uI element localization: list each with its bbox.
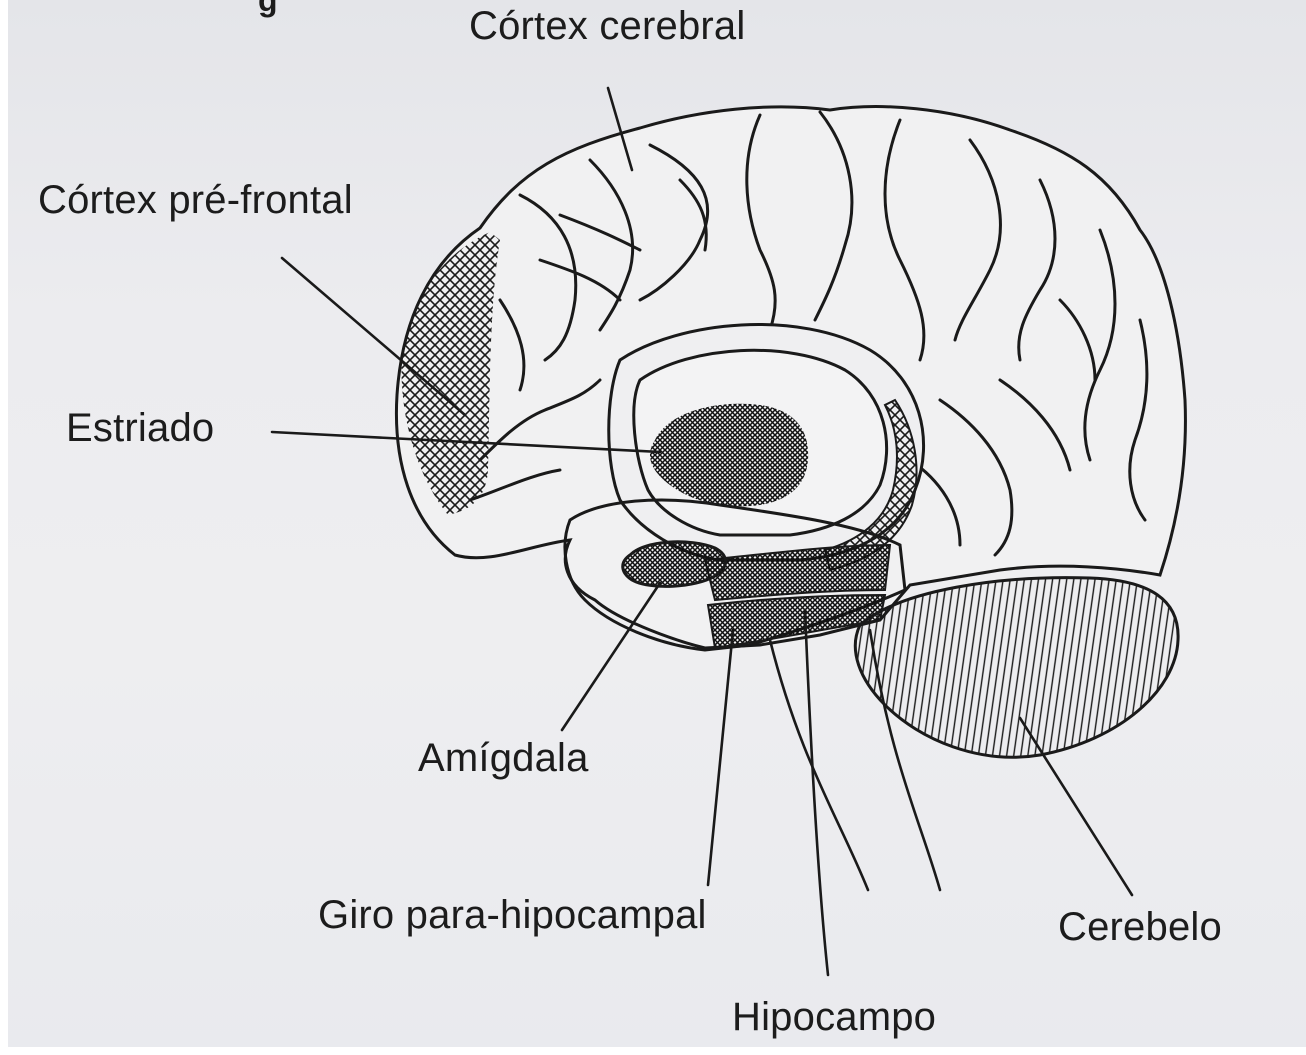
cerebellum <box>855 578 1178 758</box>
page-margin-bottom <box>0 1047 1306 1055</box>
amygdala-hatch <box>623 542 726 587</box>
label-cortex-pre-frontal: Córtex pré-frontal <box>38 180 353 220</box>
label-giro-para-hipocampal: Giro para-hipocampal <box>318 895 707 935</box>
label-estriado: Estriado <box>66 408 214 448</box>
header-fragment: g <box>258 0 278 16</box>
label-cortex-cerebral: Córtex cerebral <box>469 6 745 46</box>
label-cerebelo: Cerebelo <box>1058 907 1222 947</box>
label-hipocampo: Hipocampo <box>732 997 936 1037</box>
leader-giro-para-hipocampal <box>708 630 733 885</box>
label-amigdala: Amígdala <box>418 738 589 778</box>
